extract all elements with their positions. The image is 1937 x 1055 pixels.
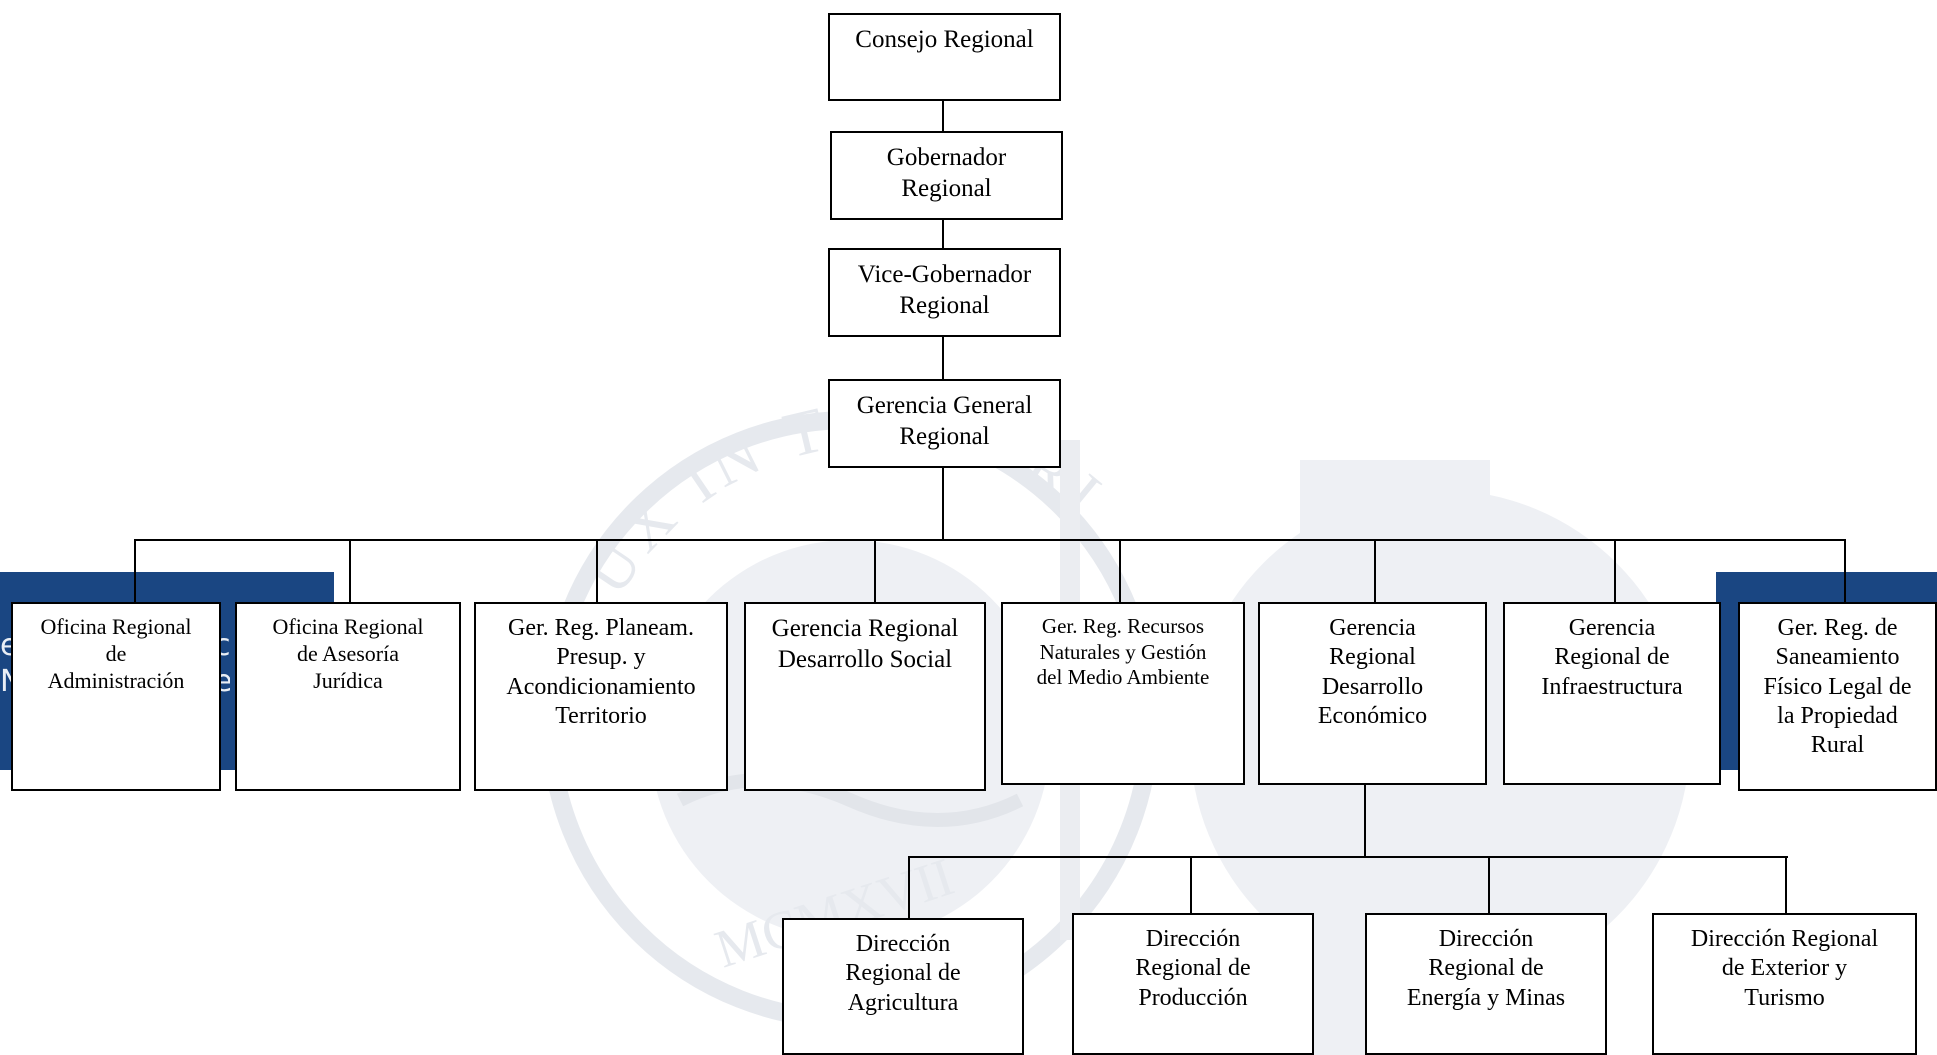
box-gobernador-regional: Gobernador Regional	[830, 131, 1063, 220]
box-oficina-asesoria-juridica: Oficina Regional de Asesoría Jurídica	[235, 602, 461, 791]
connector-horizontal	[908, 856, 1788, 858]
connector-vertical	[1614, 539, 1616, 602]
box-oficina-administracion: Oficina Regional de Administración	[11, 602, 221, 791]
connector-vertical	[1785, 856, 1787, 913]
connector-vertical	[1364, 785, 1366, 857]
box-direccion-produccion: Dirección Regional de Producción	[1072, 913, 1314, 1055]
connector-vertical	[349, 539, 351, 602]
connector-vertical	[942, 337, 944, 379]
connector-vertical	[134, 539, 136, 602]
connector-vertical	[1374, 539, 1376, 602]
connector-vertical	[1190, 856, 1192, 913]
connector-vertical	[596, 539, 598, 602]
box-gerencia-planeamiento: Ger. Reg. Planeam. Presup. y Acondiciona…	[474, 602, 728, 791]
box-consejo-regional: Consejo Regional	[828, 13, 1061, 101]
connector-vertical	[1488, 856, 1490, 913]
connector-vertical	[1844, 539, 1846, 602]
connector-vertical	[874, 539, 876, 602]
connector-horizontal	[134, 539, 1845, 541]
connector-vertical	[942, 220, 944, 248]
box-direccion-agricultura: Dirección Regional de Agricultura	[782, 918, 1024, 1055]
connector-vertical	[908, 856, 910, 918]
box-gerencia-general-regional: Gerencia General Regional	[828, 379, 1061, 468]
box-gerencia-desarrollo-economico: Gerencia Regional Desarrollo Económico	[1258, 602, 1487, 785]
box-vice-gobernador-regional: Vice-Gobernador Regional	[828, 248, 1061, 337]
connector-vertical	[942, 468, 944, 541]
box-gerencia-recursos-naturales: Ger. Reg. Recursos Naturales y Gestión d…	[1001, 602, 1245, 785]
box-direccion-exterior-turismo: Dirección Regional de Exterior y Turismo	[1652, 913, 1917, 1055]
box-gerencia-infraestructura: Gerencia Regional de Infraestructura	[1503, 602, 1721, 785]
connector-vertical	[1119, 539, 1121, 602]
connector-vertical	[942, 101, 944, 131]
box-gerencia-desarrollo-social: Gerencia Regional Desarrollo Social	[744, 602, 986, 791]
box-gerencia-saneamiento-rural: Ger. Reg. de Saneamiento Físico Legal de…	[1738, 602, 1937, 791]
box-direccion-energia-minas: Dirección Regional de Energía y Minas	[1365, 913, 1607, 1055]
seal-waves	[676, 773, 1024, 827]
